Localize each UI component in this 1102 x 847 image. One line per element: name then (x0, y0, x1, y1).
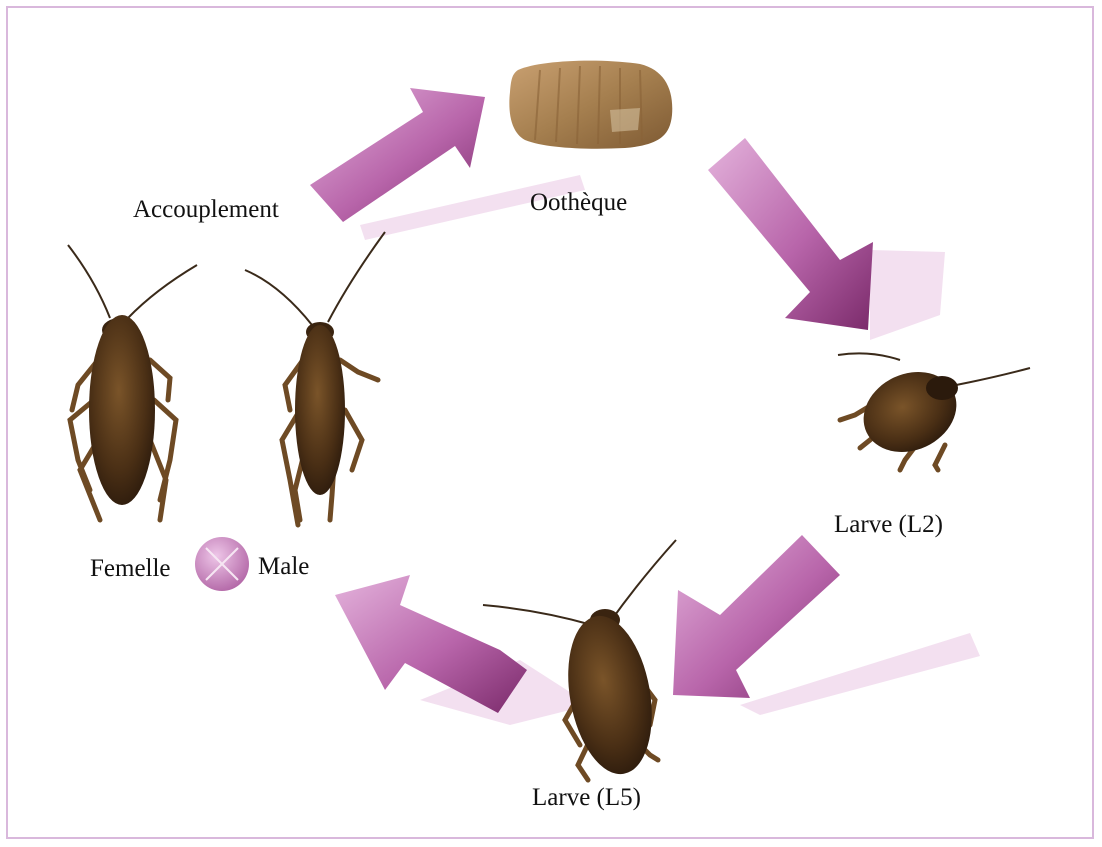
larva-l2-image (838, 353, 1030, 470)
label-male: Male (258, 553, 309, 581)
male-cockroach-image (245, 232, 385, 525)
mating-symbol-icon (195, 537, 249, 591)
arrow-l2-to-l5 (673, 535, 840, 698)
ootheca-image (509, 61, 672, 149)
arrow-mating-to-ootheca (310, 88, 485, 222)
female-cockroach-image (68, 245, 197, 520)
label-female: Femelle (90, 555, 171, 583)
label-mating: Accouplement (133, 196, 279, 224)
arrow-ootheca-to-l2 (708, 138, 873, 330)
label-ootheca: Oothèque (530, 189, 627, 217)
arrow-l5-to-adults (335, 575, 527, 713)
label-larva-l2: Larve (L2) (834, 511, 943, 539)
label-larva-l5: Larve (L5) (532, 784, 641, 812)
